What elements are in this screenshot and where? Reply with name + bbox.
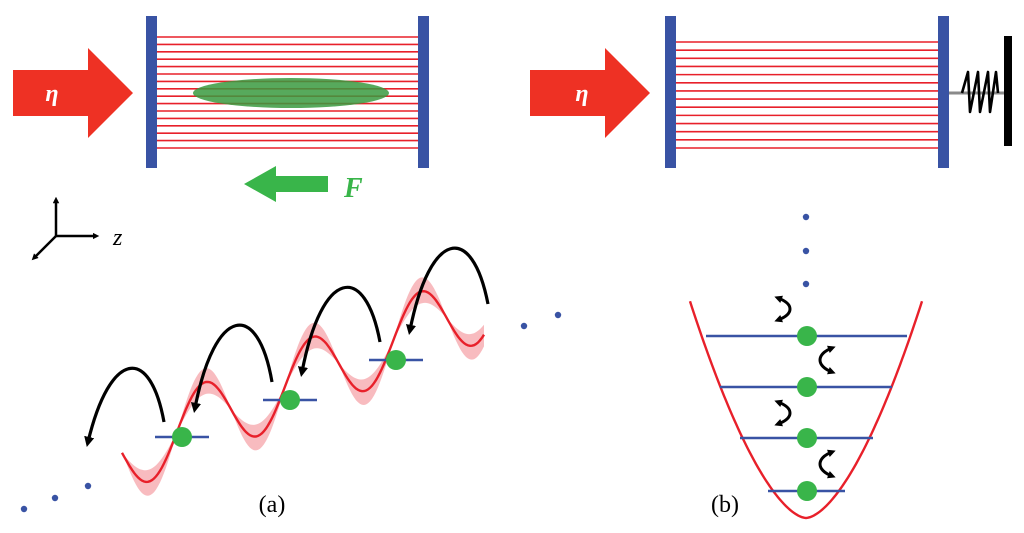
hop-arrow: [190, 323, 274, 414]
mirror-left-a: [146, 16, 157, 168]
tilted-lattice: (a): [20, 246, 562, 518]
mirror-right-a: [418, 16, 429, 168]
harmonic-well: (b): [688, 213, 924, 520]
panel-b-cavity: η: [530, 16, 1012, 168]
hopping-arrows-a: [84, 246, 490, 447]
energy-levels-a: [155, 350, 423, 447]
continuation-dot: [520, 322, 528, 330]
continuation-dot: [802, 213, 810, 221]
continuation-dot: [554, 311, 562, 319]
atom: [797, 481, 817, 501]
axis-label-z: z: [112, 225, 123, 251]
hop-arrow: [818, 345, 836, 375]
continuation-dot: [51, 494, 59, 502]
hop-arrow: [405, 246, 490, 336]
force-label: F: [343, 173, 363, 204]
atom: [172, 427, 192, 447]
continuation-dots-a: [20, 311, 562, 513]
hop-arrow: [84, 366, 166, 447]
pump-label-b: η: [575, 81, 588, 107]
spring-coil: [960, 70, 1000, 114]
energy-levels-b: [706, 326, 907, 501]
pump-label-a: η: [45, 81, 58, 107]
hopping-arrows-b: [774, 295, 836, 479]
axis-diag-arrow: [31, 235, 57, 261]
atom: [280, 390, 300, 410]
fixed-wall: [1004, 36, 1012, 146]
force-arrow: [244, 166, 328, 202]
atom: [797, 377, 817, 397]
mirror-right-b: [938, 16, 949, 168]
continuation-dot: [802, 247, 810, 255]
potential-band-a: [122, 277, 484, 496]
lattice-lines-b: [676, 41, 938, 149]
continuation-dot: [84, 482, 92, 490]
panel-a-cavity: η F: [13, 16, 429, 204]
hop-arrow: [818, 449, 836, 479]
potential-curve-a: [120, 289, 486, 484]
pump-arrow-b: [530, 48, 650, 138]
hop-arrow: [297, 285, 382, 378]
caption-b: (b): [711, 492, 739, 518]
continuation-dot: [802, 280, 810, 288]
pump-arrow-a: [13, 48, 133, 138]
continuation-dot: [20, 505, 28, 513]
atom: [797, 326, 817, 346]
lattice-lines-a: [157, 36, 418, 149]
hop-arrow: [774, 399, 792, 427]
atom: [386, 350, 406, 370]
axis-triad: z: [31, 196, 123, 261]
hop-arrow: [774, 295, 792, 323]
continuation-dots-b: [802, 213, 810, 288]
harmonic-potential-curve: [688, 300, 924, 520]
caption-a: (a): [259, 492, 286, 518]
mirror-left-b: [665, 16, 676, 168]
atom: [797, 428, 817, 448]
atom-cloud: [193, 78, 389, 108]
